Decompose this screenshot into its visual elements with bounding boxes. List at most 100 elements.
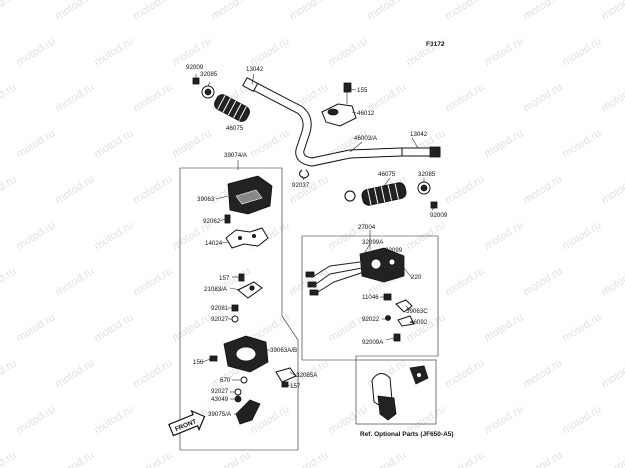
watermark-text: motod.ru <box>443 81 486 114</box>
label-92009-b: 92009 <box>430 212 448 219</box>
ref-optional-parts: Ref. Optional Parts (JF650-A5) <box>360 431 454 438</box>
watermark-text: motod.ru <box>599 357 625 390</box>
washer-92027-a <box>231 315 239 323</box>
watermark-text: motod.ru <box>599 173 625 206</box>
bar-end-cap-right <box>429 146 441 158</box>
screw-92009-right <box>430 201 438 209</box>
plate-14024 <box>225 227 269 249</box>
watermark-text: motod.ru <box>599 81 625 114</box>
part-43049 <box>234 395 242 403</box>
spring-92081 <box>231 304 239 312</box>
watermark-text: motod.ru <box>209 449 252 468</box>
watermark-text: motod.ru <box>131 449 174 468</box>
watermark-text: motod.ru <box>53 0 96 23</box>
watermark-text: motod.ru <box>560 311 603 344</box>
handlebar-tube-inner <box>250 81 403 166</box>
screw-92062 <box>224 214 231 224</box>
watermark-text: motod.ru <box>92 219 135 252</box>
label-46003: 46003/A <box>354 135 378 142</box>
label-92009-a: 92009 <box>186 64 204 71</box>
watermark-text: motod.ru <box>443 357 486 390</box>
label-46012: 46012 <box>357 110 375 117</box>
bolt-155 <box>343 82 352 93</box>
watermark-text: motod.ru <box>599 265 625 298</box>
watermark-text: motod.ru <box>599 449 625 468</box>
label-670: 670 <box>220 377 231 384</box>
label-92009a: 92009A <box>362 339 384 346</box>
switch-21083 <box>237 281 263 299</box>
label-43049: 43049 <box>211 396 229 403</box>
label-46075-a: 46075 <box>226 125 244 132</box>
watermark-text: motod.ru <box>0 81 18 114</box>
label-27004: 27004 <box>358 224 376 231</box>
watermark-text: motod.ru <box>14 127 57 160</box>
label-11046: 11046 <box>362 294 379 301</box>
watermark-text: motod.ru <box>365 0 408 23</box>
watermark-text: motod.ru <box>443 449 486 468</box>
watermark-text: motod.ru <box>209 0 252 23</box>
watermark-text: motod.ru <box>599 0 625 23</box>
label-46092: 46092 <box>410 319 428 326</box>
clamp-hole <box>327 108 339 116</box>
label-157-b: 157 <box>290 383 301 390</box>
watermark-text: motod.ru <box>365 449 408 468</box>
watermark-text: motod.ru <box>131 265 174 298</box>
screw-92009a <box>393 333 401 342</box>
grip-left <box>214 94 250 122</box>
watermark-text: motod.ru <box>443 173 486 206</box>
label-32099: 32099 <box>385 247 403 254</box>
watermark-text: motod.ru <box>0 449 18 468</box>
left-switch-box-outline <box>179 167 299 451</box>
label-39075: 39075/A <box>208 411 232 418</box>
label-39074: 39074/A <box>224 152 248 159</box>
leader-lines <box>195 73 435 415</box>
watermark-text: motod.ru <box>14 311 57 344</box>
label-156: 156 <box>193 359 204 366</box>
optional-parts-box <box>355 359 437 425</box>
watermark-text: motod.ru <box>482 403 525 436</box>
watermark-text: motod.ru <box>482 35 525 68</box>
grip-ring <box>344 190 356 202</box>
watermark-text: motod.ru <box>131 0 174 23</box>
label-13042-a: 13042 <box>246 66 264 73</box>
watermark-text: motod.ru <box>14 35 57 68</box>
handlebar-group <box>192 77 441 209</box>
label-39063: 39063 <box>197 196 215 203</box>
watermark-text: motod.ru <box>482 311 525 344</box>
watermark-text: motod.ru <box>0 357 18 390</box>
watermark-text: motod.ru <box>92 35 135 68</box>
watermark-text: motod.ru <box>443 265 486 298</box>
watermark-text: motod.ru <box>521 357 564 390</box>
label-92027-b: 92027 <box>211 388 229 395</box>
optional-parts-group <box>371 365 429 421</box>
lever-39075 <box>235 399 261 425</box>
watermark-text: motod.ru <box>131 81 174 114</box>
label-157-a: 157 <box>219 275 230 282</box>
watermark-text: motod.ru <box>170 127 213 160</box>
watermark-text: motod.ru <box>53 81 96 114</box>
watermark-text: motod.ru <box>287 0 330 23</box>
watermark-text: motod.ru <box>53 449 96 468</box>
grip-right <box>361 182 407 206</box>
watermark-text: motod.ru <box>14 403 57 436</box>
label-39063ab: 39063A/B <box>270 347 297 354</box>
label-92022: 92022 <box>362 316 380 323</box>
label-21083: 21083/A <box>204 286 228 293</box>
screw-157-a <box>238 273 245 282</box>
label-155: 155 <box>357 87 368 94</box>
bar-end-left <box>242 77 259 93</box>
handlebar-clamp <box>321 103 357 127</box>
watermark-text: motod.ru <box>287 449 330 468</box>
watermark-text: motod.ru <box>131 357 174 390</box>
watermark-text: motod.ru <box>14 219 57 252</box>
label-46075-b: 46075 <box>378 171 396 178</box>
watermark-text: motod.ru <box>131 173 174 206</box>
watermark-text: motod.ru <box>0 173 18 206</box>
watermark-text: motod.ru <box>170 311 213 344</box>
watermark-text: motod.ru <box>521 449 564 468</box>
watermark-text: motod.ru <box>92 127 135 160</box>
label-92081: 92081 <box>211 305 229 312</box>
watermark-text: motod.ru <box>287 173 330 206</box>
label-220: 220 <box>411 274 422 281</box>
